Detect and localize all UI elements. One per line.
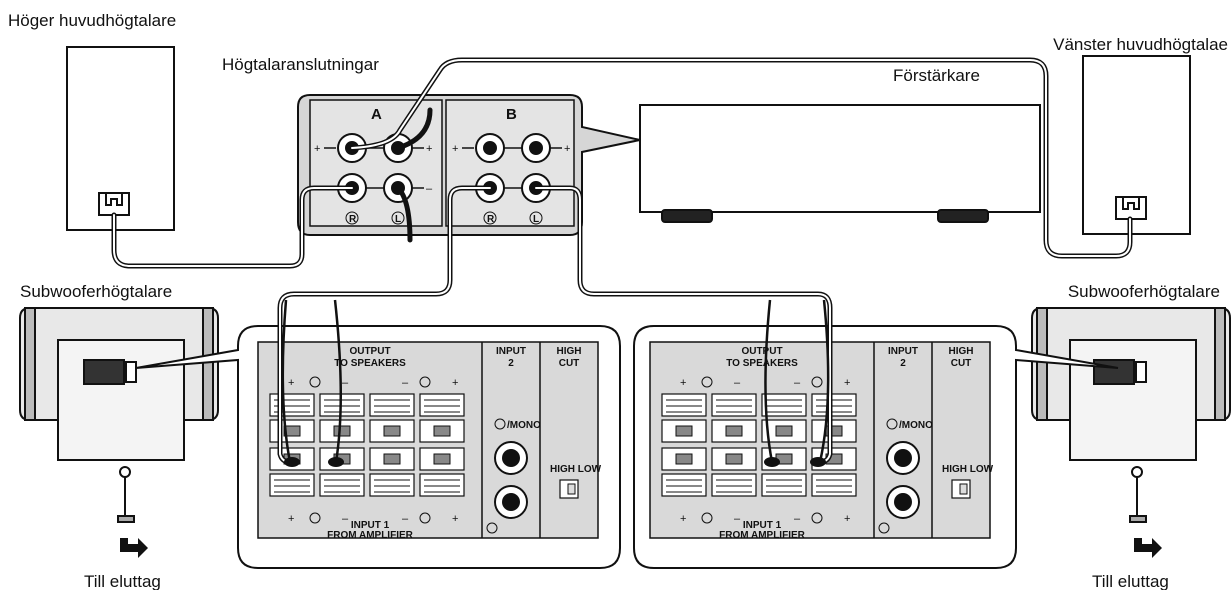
svg-text:–: – — [794, 513, 801, 525]
svg-text:INPUT: INPUT — [888, 346, 918, 357]
svg-text:+: + — [680, 377, 686, 389]
svg-text:+: + — [844, 377, 850, 389]
svg-text:–: – — [342, 513, 349, 525]
svg-text:–: – — [426, 183, 433, 195]
speaker-terminal-panel — [297, 94, 641, 236]
subwoofer-left-label: Subwooferhögtalare — [20, 282, 172, 301]
subwoofer-input-panel-left: OUTPUT TO SPEAKERS INPUT 2 HIGH CUT + – … — [257, 341, 602, 541]
speaker-cables-inner — [113, 59, 1131, 463]
svg-text:+: + — [680, 513, 686, 525]
svg-text:CUT: CUT — [559, 358, 580, 369]
svg-text:INPUT 1: INPUT 1 — [743, 520, 782, 531]
terminal-group-b: B — [506, 106, 517, 123]
svg-text:+: + — [288, 513, 294, 525]
svg-text:/MONO: /MONO — [507, 420, 541, 431]
amplifier — [639, 104, 1041, 223]
left-main-speaker-label: Vänster huvudhögtalae — [1053, 35, 1228, 54]
svg-text:2: 2 — [508, 358, 514, 369]
panel-leads — [281, 299, 830, 463]
svg-text:HIGH: HIGH — [557, 346, 582, 357]
svg-text:+: + — [452, 143, 458, 155]
subwoofer-input-panel-right: OUTPUT TO SPEAKERS INPUT 2 HIGH CUT + – … — [649, 341, 994, 541]
svg-text:–: – — [734, 377, 741, 389]
svg-text:CUT: CUT — [951, 358, 972, 369]
svg-text:/MONO: /MONO — [899, 420, 933, 431]
svg-text:L: L — [533, 214, 539, 225]
svg-text:OUTPUT: OUTPUT — [741, 346, 782, 357]
svg-text:R: R — [349, 214, 357, 225]
subwoofer-right — [1031, 307, 1231, 523]
left-main-speaker — [1082, 55, 1191, 235]
svg-text:+: + — [452, 513, 458, 525]
svg-text:+: + — [288, 377, 294, 389]
svg-text:FROM AMPLIFIER: FROM AMPLIFIER — [719, 530, 806, 541]
svg-text:2: 2 — [900, 358, 906, 369]
right-main-speaker — [66, 46, 175, 231]
amplifier-label: Förstärkare — [893, 66, 980, 85]
svg-text:HIGH LOW: HIGH LOW — [942, 464, 994, 475]
svg-text:–: – — [402, 377, 409, 389]
svg-text:+: + — [452, 377, 458, 389]
outlet-right-label: Till eluttag — [1092, 572, 1169, 590]
svg-text:INPUT 1: INPUT 1 — [351, 520, 390, 531]
right-main-speaker-label: Höger huvudhögtalare — [8, 11, 176, 30]
panel-plugs — [284, 457, 826, 467]
svg-text:INPUT: INPUT — [496, 346, 526, 357]
outlet-left-label: Till eluttag — [84, 572, 161, 590]
svg-text:HIGH LOW: HIGH LOW — [550, 464, 602, 475]
subwoofer-left — [19, 307, 219, 523]
svg-text:L: L — [395, 214, 401, 225]
svg-text:–: – — [402, 513, 409, 525]
svg-text:HIGH: HIGH — [949, 346, 974, 357]
svg-text:+: + — [844, 513, 850, 525]
subwoofer-right-label: Subwooferhögtalare — [1068, 282, 1220, 301]
svg-text:–: – — [734, 513, 741, 525]
power-arrow-icon — [120, 538, 1162, 558]
svg-text:FROM AMPLIFIER: FROM AMPLIFIER — [327, 530, 414, 541]
svg-text:TO SPEAKERS: TO SPEAKERS — [726, 358, 798, 369]
svg-text:–: – — [794, 377, 801, 389]
svg-text:+: + — [564, 143, 570, 155]
speaker-terminals-label: Högtalaranslutningar — [222, 55, 379, 74]
svg-text:OUTPUT: OUTPUT — [349, 346, 390, 357]
svg-text:–: – — [342, 377, 349, 389]
terminal-group-a: A — [371, 106, 382, 123]
svg-text:+: + — [426, 143, 432, 155]
svg-text:R: R — [487, 214, 495, 225]
svg-text:+: + — [314, 143, 320, 155]
svg-text:TO SPEAKERS: TO SPEAKERS — [334, 358, 406, 369]
terminal-channel-labels — [345, 211, 543, 225]
